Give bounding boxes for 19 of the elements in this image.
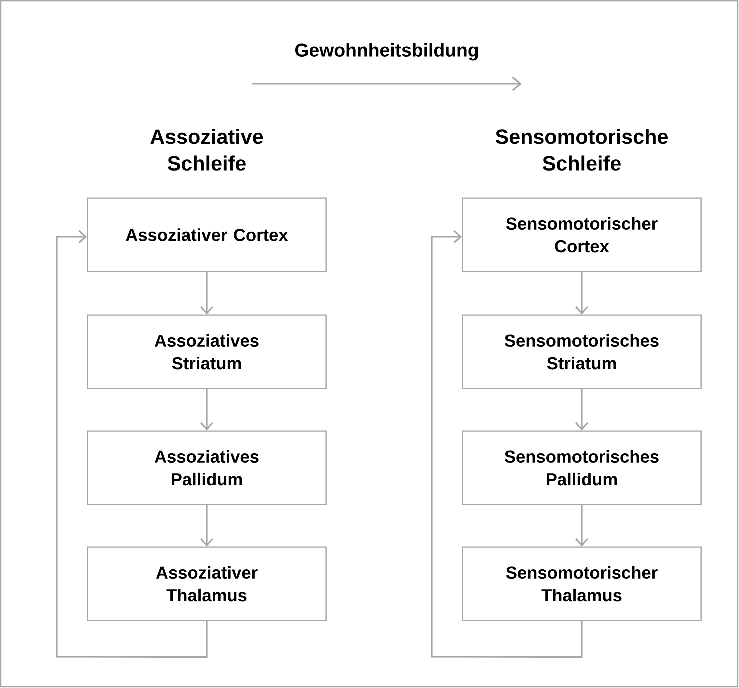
process-box: Assoziativer Thalamus [87,546,327,622]
process-box: Sensomotorisches Striatum [462,314,702,390]
process-box: Sensomotorischer Thalamus [462,546,702,622]
column-heading: Assoziative Schleife [150,129,264,171]
title: Gewohnheitsbildung [296,43,478,61]
process-box: Assoziativer Cortex [87,198,327,272]
arrow [431,230,583,658]
process-box: Sensomotorisches Pallidum [462,430,702,506]
arrow [56,230,208,658]
arrow [575,389,589,431]
process-box: Assoziatives Striatum [87,314,327,390]
arrow [575,272,589,315]
process-box: Assoziatives Pallidum [87,430,327,506]
column-heading: Sensomotorische Schleife [496,129,668,171]
arrow [200,505,214,547]
arrow [200,389,214,431]
process-box: Sensomotorischer Cortex [462,198,702,272]
arrow [575,505,589,547]
arrow [200,272,214,315]
